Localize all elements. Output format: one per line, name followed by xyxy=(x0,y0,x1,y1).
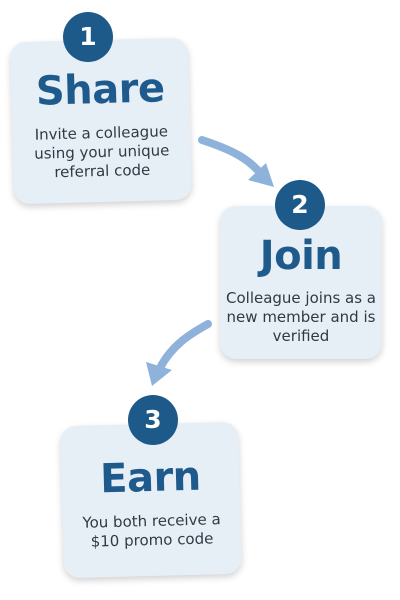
step-2-description: Colleague joins as a new member and is v… xyxy=(226,289,376,345)
step-2-badge: 2 xyxy=(275,180,325,230)
step-3-badge: 3 xyxy=(128,395,178,445)
step-1-badge: 1 xyxy=(63,12,113,62)
arrow-share-to-join xyxy=(198,136,274,187)
step-2-card: Join Colleague joins as a new member and… xyxy=(220,206,382,359)
step-2-title: Join xyxy=(259,233,343,279)
arrow-join-to-earn xyxy=(146,320,212,386)
